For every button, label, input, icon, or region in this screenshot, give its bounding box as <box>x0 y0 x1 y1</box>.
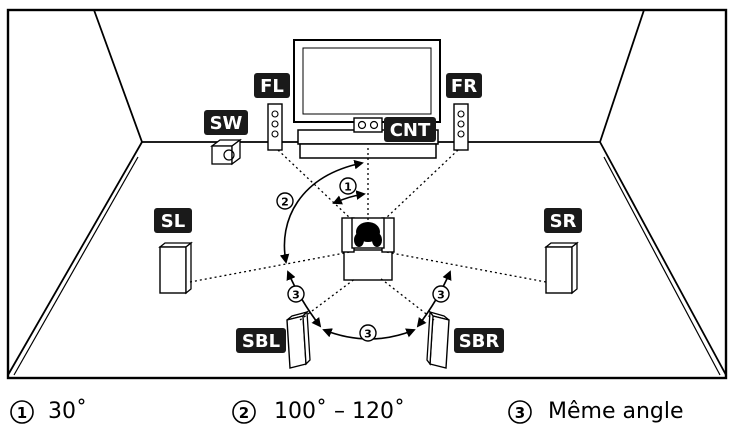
angle-marker-same-back-label: 3 <box>364 328 372 341</box>
angle-marker-same-right-label: 3 <box>437 289 445 302</box>
surround-right-speaker <box>544 241 579 295</box>
label-fl-text: FL <box>260 76 284 97</box>
angle-marker-30-label: 1 <box>344 181 352 194</box>
label-sl: SL <box>154 208 192 233</box>
label-cnt: CNT <box>384 117 436 142</box>
angle-marker-same-back: 3 <box>359 324 377 342</box>
surround-back-right-speaker <box>426 310 450 369</box>
center-speaker <box>353 117 383 133</box>
legend-item-2-text: 100˚ – 120˚ <box>274 399 405 424</box>
label-sbr: SBR <box>454 328 504 353</box>
legend-item-2: 2 100˚ – 120˚ <box>232 399 405 424</box>
surround-back-left-speaker <box>286 310 311 369</box>
label-fr: FR <box>446 73 482 98</box>
room-outline <box>6 8 728 380</box>
label-sw-text: SW <box>210 113 243 134</box>
angle-marker-same-left-label: 3 <box>292 289 300 302</box>
surround-left-speaker <box>158 241 193 295</box>
label-sbl-text: SBL <box>242 331 280 352</box>
label-sw: SW <box>204 110 248 135</box>
legend-item-1-text: 30˚ <box>48 399 87 424</box>
legend-item-3-text: Même angle <box>548 399 684 424</box>
tv-screen <box>293 39 441 130</box>
label-sl-text: SL <box>161 211 185 232</box>
legend-item-3-marker: 3 <box>515 404 525 422</box>
legend-item-1: 1 30˚ <box>10 399 87 424</box>
label-cnt-text: CNT <box>390 120 431 141</box>
legend-item-2-marker: 2 <box>239 404 249 422</box>
subwoofer <box>210 138 242 166</box>
front-left-speaker <box>267 103 283 151</box>
front-right-speaker <box>453 103 469 151</box>
legend: 1 30˚ 2 100˚ – 120˚ 3 Même angle <box>10 399 684 424</box>
label-sr-text: SR <box>550 211 577 232</box>
legend-item-3: 3 Même angle <box>508 399 684 424</box>
legend-item-1-marker: 1 <box>17 404 27 422</box>
angle-marker-30: 1 <box>339 177 357 195</box>
angle-marker-100-120: 2 <box>276 192 294 210</box>
label-sbl: SBL <box>236 328 286 353</box>
label-sbr-text: SBR <box>459 331 500 352</box>
angle-marker-same-left: 3 <box>287 285 305 303</box>
label-fl: FL <box>254 73 290 98</box>
angle-marker-same-right: 3 <box>432 285 450 303</box>
label-fr-text: FR <box>451 76 477 97</box>
angle-marker-100-120-label: 2 <box>281 196 289 209</box>
label-sr: SR <box>544 208 582 233</box>
